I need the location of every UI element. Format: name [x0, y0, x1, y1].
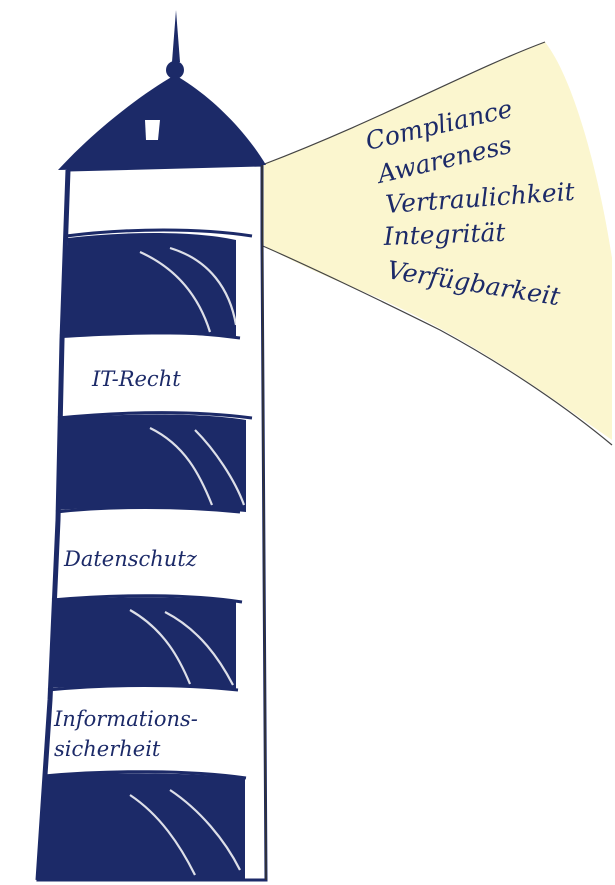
stripe-band-4 — [38, 773, 245, 880]
lighthouse-roof — [58, 75, 266, 170]
band-label-sicherheit: sicherheit — [54, 737, 161, 761]
roof-knob — [166, 61, 184, 79]
band-label-informations: Informations- — [53, 707, 198, 731]
beam-item-integritaet: Integrität — [382, 218, 507, 251]
roof-spire — [172, 10, 180, 62]
stripe-band-1 — [62, 233, 236, 338]
band-label-datenschutz: Datenschutz — [63, 547, 198, 571]
lantern-window — [145, 120, 160, 140]
band-label-it-recht: IT-Recht — [91, 367, 181, 391]
stripe-band-3 — [50, 597, 236, 690]
